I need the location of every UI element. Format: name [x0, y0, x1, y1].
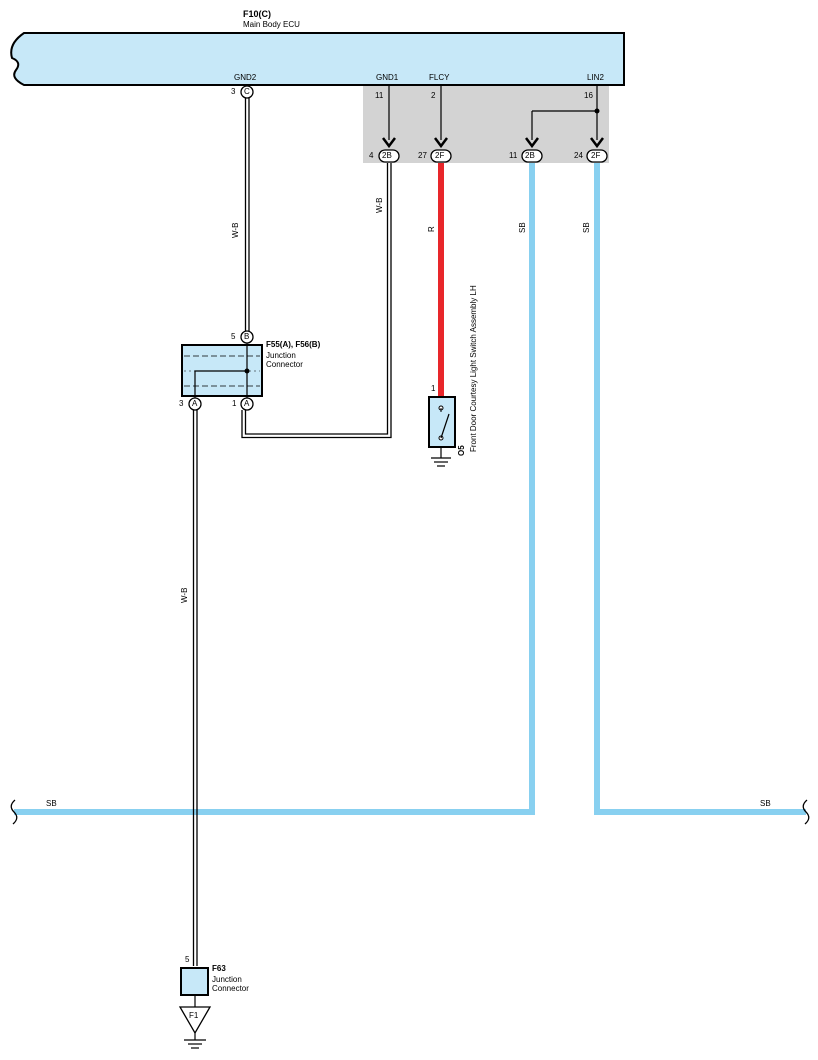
wire-label-gnd1: W-B [375, 197, 384, 213]
junction-pin-top-letter: B [244, 332, 250, 341]
bus-label-right: SB [760, 799, 771, 808]
connector-code-2f-left: 2F [435, 151, 445, 160]
gnd1-pin-number: 11 [375, 91, 384, 100]
wire-label-lin-b: SB [582, 222, 591, 233]
junction-f63-pin: 5 [185, 955, 190, 964]
connector-pin-11: 11 [509, 151, 518, 160]
junction-pin-left-letter: A [192, 399, 198, 408]
switch-pin-number: 1 [431, 384, 436, 393]
connector-pin-4: 4 [369, 151, 374, 160]
gnd1-label: GND1 [376, 73, 399, 82]
junction-f55-line2: Connector [266, 360, 303, 369]
junction-f63-line1: Junction [212, 975, 242, 984]
lin2-pin-number: 16 [584, 91, 593, 100]
junction-pin-right-number: 1 [232, 399, 237, 408]
switch-name: Front Door Courtesy Light Switch Assembl… [469, 285, 478, 452]
connector-2f-right-oval [586, 149, 608, 163]
lin2-label: LIN2 [587, 73, 604, 82]
wire-label-lin-a: SB [518, 222, 527, 233]
junction-pin-a-left-circle [188, 397, 202, 411]
ecu-name: Main Body ECU [243, 20, 300, 29]
junction-f63-id: F63 [212, 964, 226, 973]
junction-pin-left-number: 3 [179, 399, 184, 408]
ecu-connector-area [363, 86, 609, 163]
connector-2b-left-oval [378, 149, 400, 163]
junction-pin-top-number: 5 [231, 332, 236, 341]
connector-pin-24: 24 [574, 151, 583, 160]
gnd2-pin-number: 3 [231, 87, 236, 96]
connector-code-2b-left: 2B [382, 151, 392, 160]
wire-label-gnd2: W-B [231, 222, 240, 238]
lin-sb-wire-b [594, 163, 806, 815]
junction-f55-id: F55(A), F56(B) [266, 340, 321, 349]
flcy-pin-number: 2 [431, 91, 436, 100]
ground-label: F1 [189, 1011, 199, 1020]
switch-id: O5 [457, 445, 466, 456]
ecu-id: F10(C) [243, 9, 272, 19]
junction-f55-line1: Junction [266, 351, 296, 360]
junction-pin-a-right-circle [240, 397, 254, 411]
ground-f1-triangle [178, 1006, 212, 1035]
connector-pin-27: 27 [418, 151, 427, 160]
wire-label-ground: W-B [180, 587, 189, 603]
junction-f63-line2: Connector [212, 984, 249, 993]
connector-2f-left-oval [430, 149, 452, 163]
gnd2-label: GND2 [234, 73, 257, 82]
flcy-label: FLCY [429, 73, 450, 82]
ecu-body [10, 32, 625, 86]
junction-pin-b-circle [240, 330, 254, 344]
junction-f63-box [180, 967, 209, 996]
connector-2b-right-oval [521, 149, 543, 163]
connector-code-2b-right: 2B [525, 151, 535, 160]
lin-sb-wire-a [14, 163, 535, 815]
wire-label-flcy: R [427, 226, 436, 232]
gnd2-pin-circle [240, 85, 254, 99]
switch-o5-box [428, 396, 456, 448]
junction-pin-right-letter: A [244, 399, 250, 408]
connector-code-2f-right: 2F [591, 151, 601, 160]
bus-label-left: SB [46, 799, 57, 808]
gnd2-pin-letter: C [244, 87, 250, 96]
